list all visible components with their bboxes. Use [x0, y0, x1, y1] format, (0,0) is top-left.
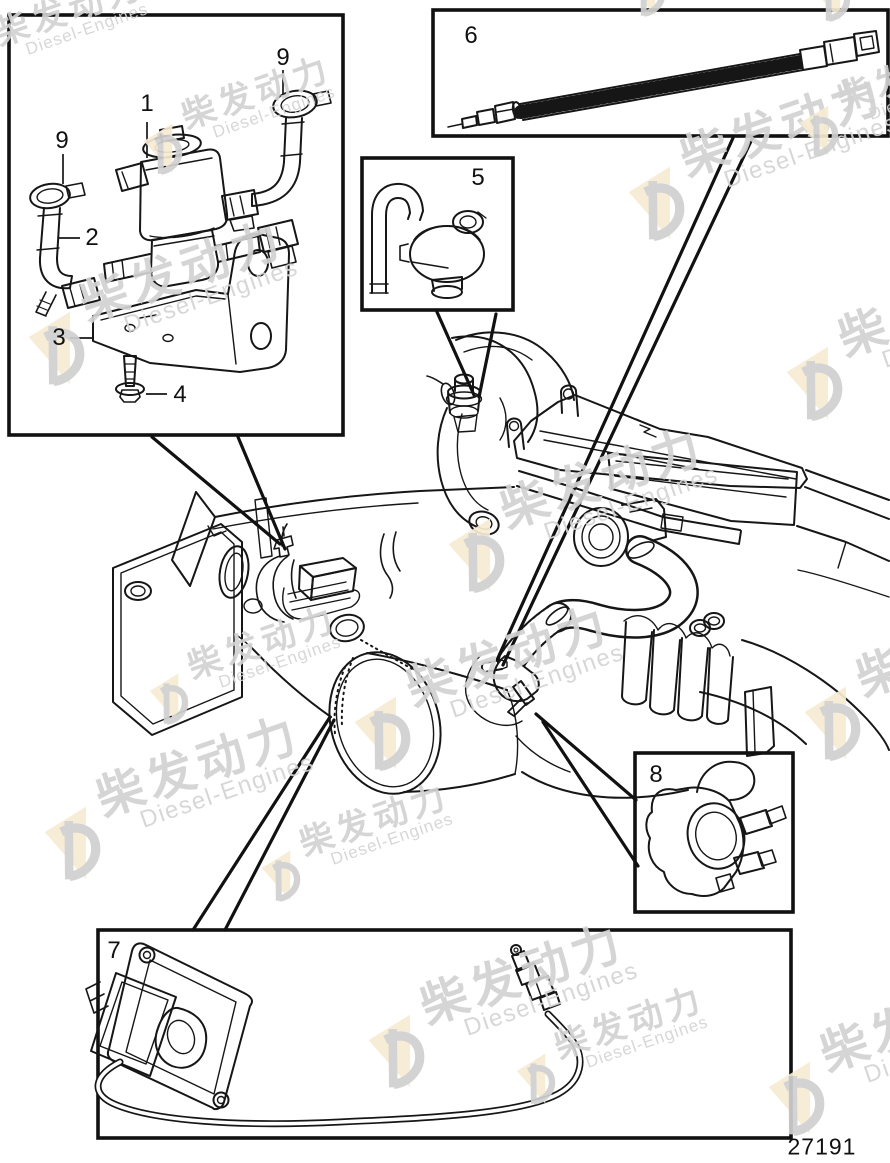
grommet-sensor-drawing [645, 760, 787, 897]
callout-8: 8 [649, 761, 663, 788]
callout-9-right: 9 [276, 44, 290, 71]
callout-7: 7 [107, 937, 121, 964]
inset-box-grommet-sensor [633, 751, 795, 914]
control-unit-drawing [282, 557, 361, 620]
callout-4: 4 [173, 381, 187, 408]
expansion-tank-drawing [112, 523, 243, 736]
inset-box-pump-valve [360, 156, 515, 312]
figure-number: 27191 [787, 1133, 857, 1160]
callout-3: 3 [52, 324, 66, 351]
leader-lines [150, 135, 755, 932]
stud-fitting-drawing [507, 680, 535, 717]
nox-sensor-drawing [85, 942, 584, 1128]
callout-2: 2 [85, 224, 99, 251]
flexible-sensor-drawing [447, 30, 880, 129]
inset-box-nox-sensor [96, 928, 793, 1140]
callout-1: 1 [140, 90, 154, 117]
sensor-boss-drawing [426, 373, 483, 433]
callout-5: 5 [471, 164, 485, 191]
silencer-canister-drawing [328, 651, 519, 795]
pump-valve-drawing [369, 182, 487, 299]
inset-box-flexible-sensor [431, 8, 890, 138]
inset-box-valve-assembly [7, 13, 345, 437]
callout-9-left: 9 [55, 127, 69, 154]
solenoid-valve-assembly-drawing [29, 89, 332, 403]
engine-illustration [112, 331, 890, 799]
valve-cover-drawing [506, 384, 808, 526]
callout-6: 6 [464, 22, 478, 49]
